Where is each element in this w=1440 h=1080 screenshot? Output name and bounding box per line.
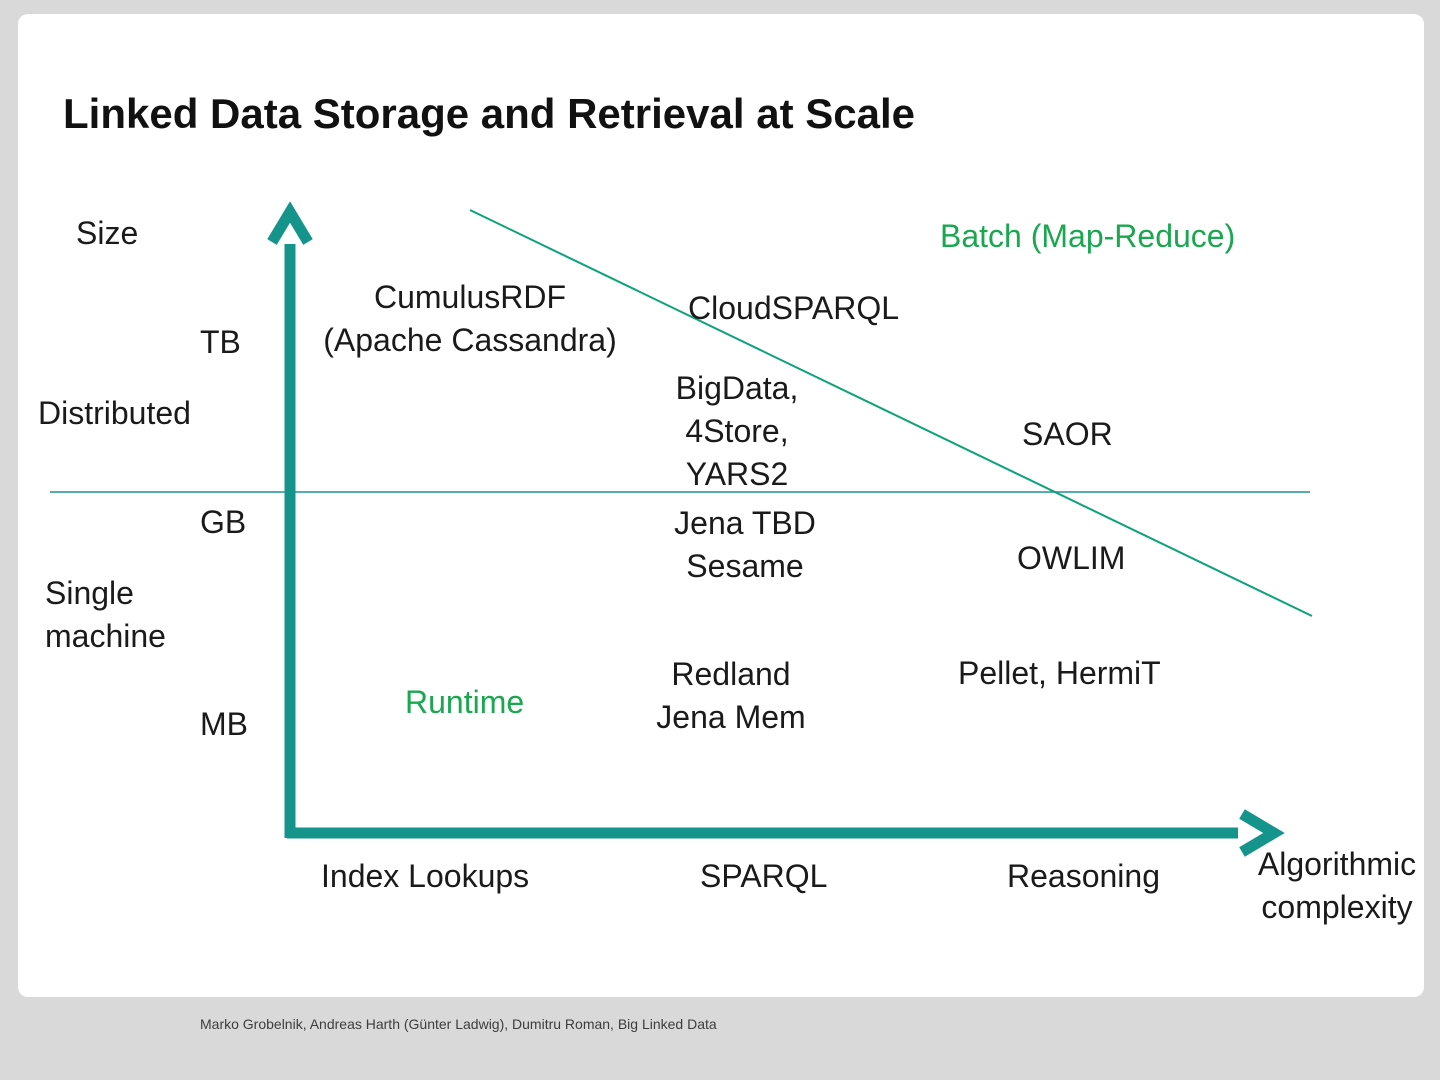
system-jena-mem: Jena Mem: [656, 699, 806, 735]
x-tick-index-lookups: Index Lookups: [321, 858, 530, 894]
runtime-mode-label: Runtime: [405, 684, 525, 720]
system-pellet-hermit: Pellet, HermiT: [958, 655, 1161, 691]
system-yars2: YARS2: [685, 456, 789, 492]
system-redland-group: Redland Jena Mem: [581, 653, 881, 739]
region-single-machine-line2: machine: [45, 618, 166, 654]
x-axis-label-line2: complexity: [1261, 889, 1413, 925]
region-distributed-label: Distributed: [38, 395, 191, 431]
system-owlim: OWLIM: [1017, 540, 1126, 576]
y-axis-label: Size: [76, 215, 139, 251]
x-axis-label: Algorithmic complexity: [1187, 843, 1440, 929]
system-bigdata: BigData,: [675, 370, 799, 406]
x-axis-label-line1: Algorithmic: [1257, 846, 1417, 882]
x-axis-arrowhead-icon: [1239, 809, 1285, 857]
system-cloudsparql: CloudSPARQL: [688, 290, 900, 326]
x-tick-reasoning: Reasoning: [1007, 858, 1160, 894]
y-tick-tb: TB: [200, 324, 241, 360]
batch-mode-label: Batch (Map-Reduce): [940, 218, 1236, 254]
y-axis-arrowhead-icon: [267, 201, 313, 245]
region-single-machine-line1: Single: [45, 575, 134, 611]
system-cumulusrdf: CumulusRDF (Apache Cassandra): [260, 276, 680, 362]
slide-title: Linked Data Storage and Retrieval at Sca…: [63, 90, 915, 137]
y-tick-mb: MB: [200, 706, 248, 742]
region-single-machine-label: Single machine: [45, 572, 166, 658]
y-tick-gb: GB: [200, 504, 247, 540]
system-sesame: Sesame: [686, 548, 804, 584]
system-redland: Redland: [671, 656, 791, 692]
x-tick-sparql: SPARQL: [700, 858, 828, 894]
batch-runtime-divider-line: [469, 209, 1313, 617]
system-cumulusrdf-line2: (Apache Cassandra): [323, 322, 617, 358]
system-4store: 4Store,: [685, 413, 789, 449]
attribution-footer: Marko Grobelnik, Andreas Harth (Günter L…: [200, 1016, 717, 1032]
system-saor: SAOR: [1022, 416, 1113, 452]
system-jena-tbd: Jena TBD: [674, 505, 816, 541]
system-bigdata-group: BigData, 4Store, YARS2: [587, 367, 887, 496]
system-cumulusrdf-line1: CumulusRDF: [373, 279, 567, 315]
system-jena-group: Jena TBD Sesame: [595, 502, 895, 588]
